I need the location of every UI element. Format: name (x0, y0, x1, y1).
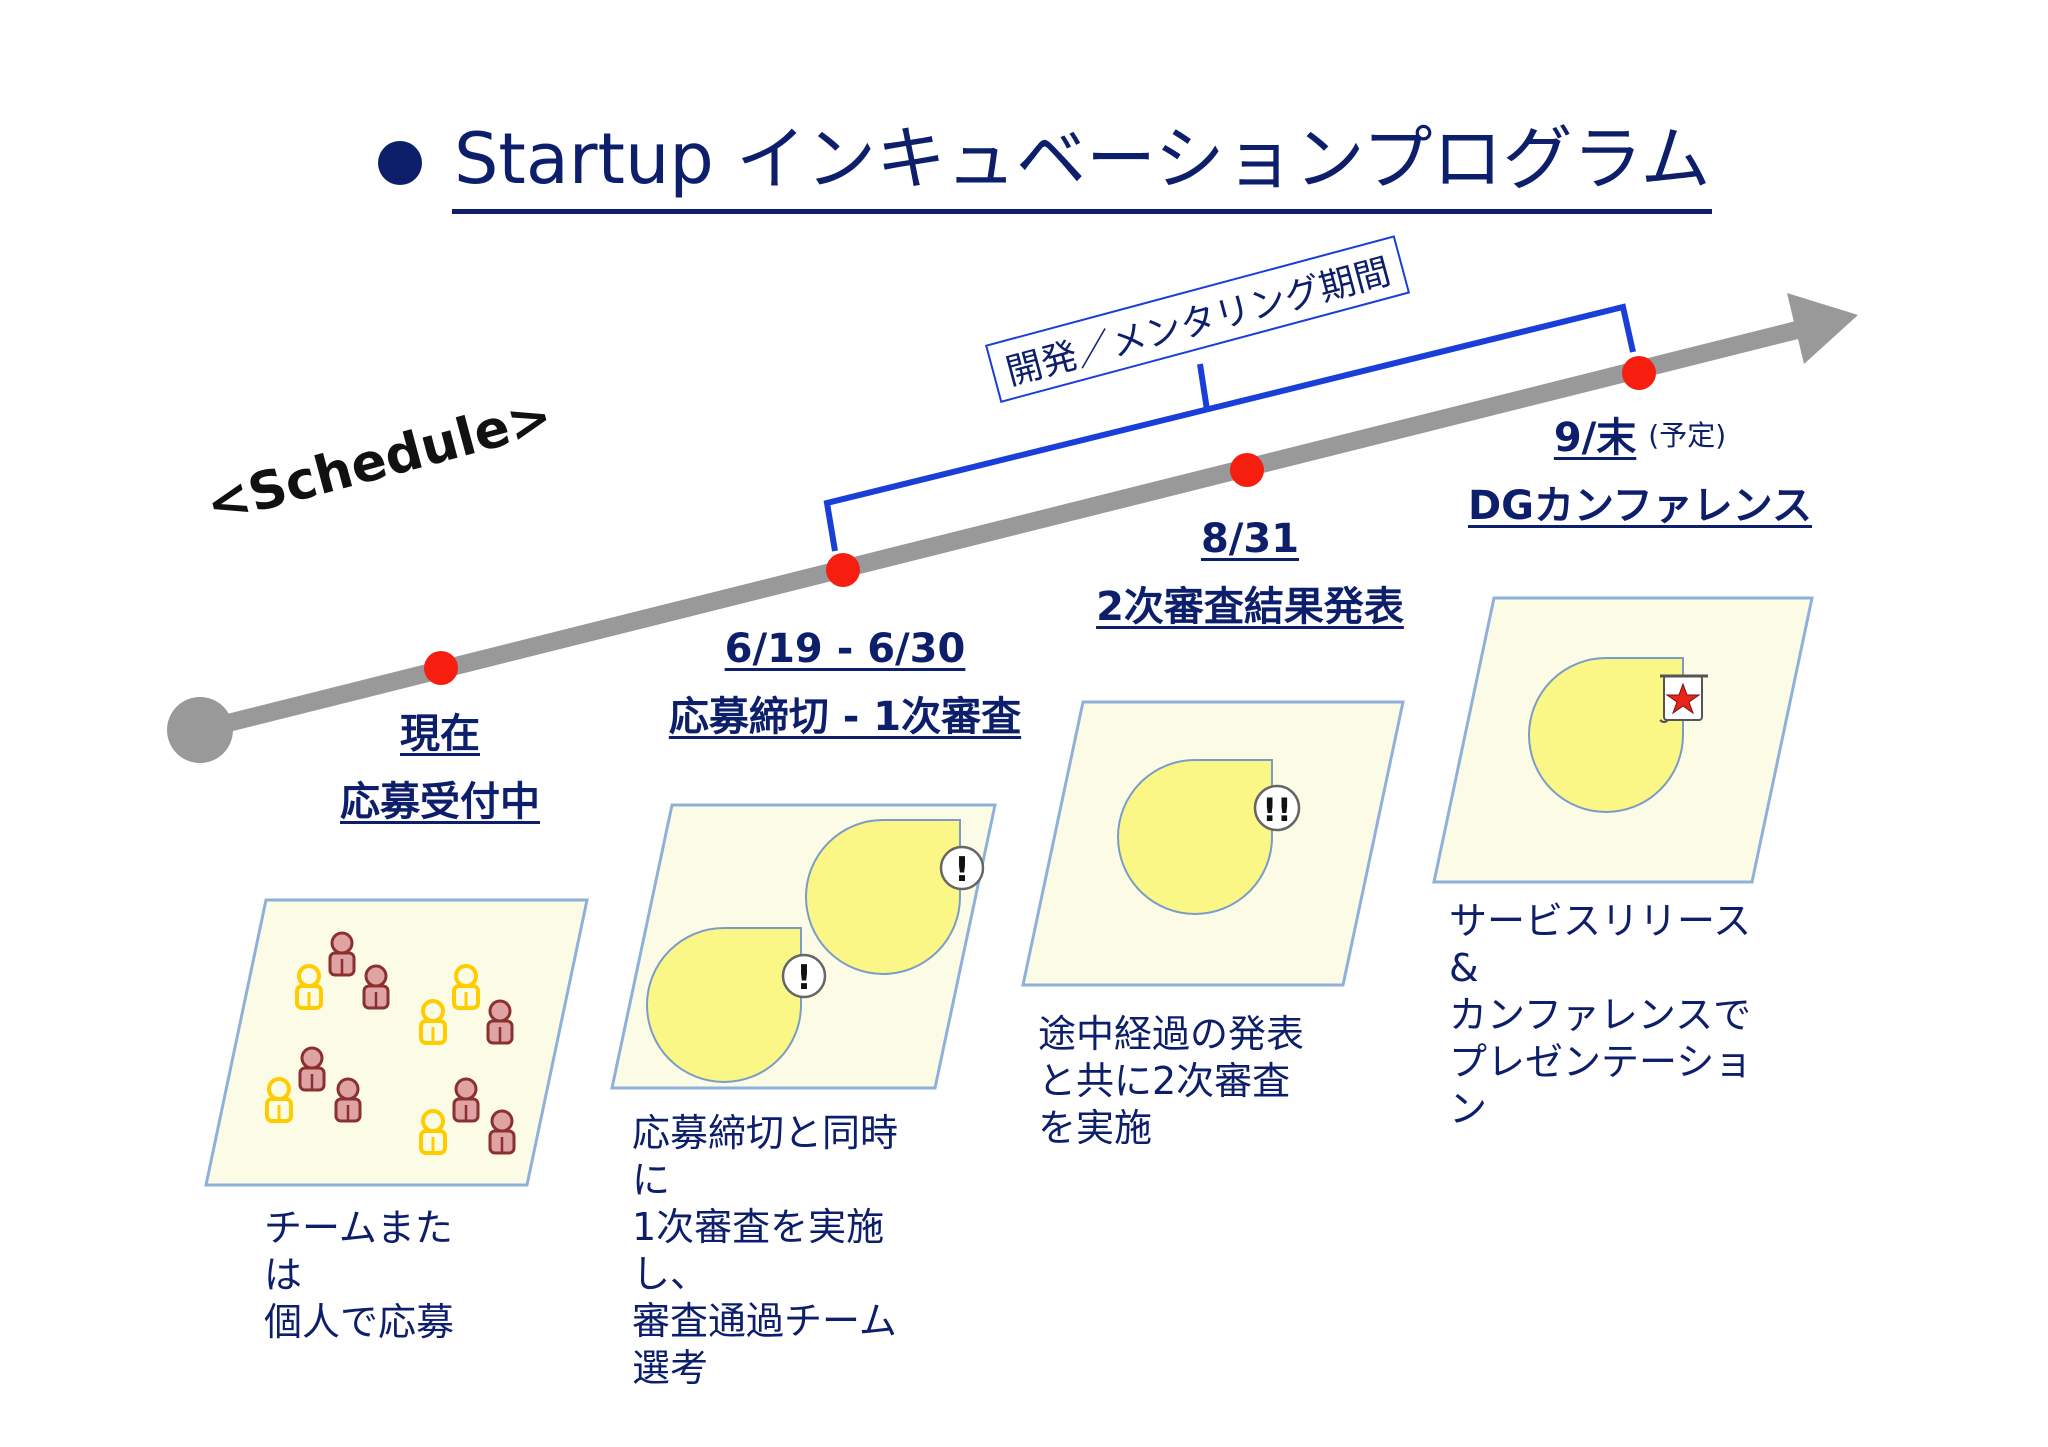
milestone-deadline: 6/19 - 6/30 応募締切 - 1次審査 (640, 615, 1050, 751)
period-bracket (823, 303, 1636, 552)
milestone-line1: 現在 (400, 711, 480, 757)
idea-blob (805, 819, 961, 975)
description-line: カンファレンスで (1449, 993, 1752, 1037)
description-line: に (632, 1158, 671, 1202)
badge-glyph: ! (796, 958, 812, 998)
person-icon (298, 1046, 326, 1092)
milestone-line2: 応募受付中 (340, 779, 540, 825)
description-line: 審査通過チーム (632, 1299, 897, 1343)
description-second-review: 途中経過の発表 と共に2次審査 を実施 (1038, 1011, 1304, 1152)
milestone-line2: 2次審査結果発表 (1096, 584, 1404, 630)
panel-teams (204, 898, 589, 1187)
milestone-note: (予定) (1648, 419, 1727, 452)
description-line: 途中経過の発表 (1038, 1012, 1305, 1056)
person-icon (334, 1077, 362, 1123)
milestone-second-review: 8/31 2次審査結果発表 (1060, 505, 1440, 641)
milestone-line1: 8/31 (1200, 516, 1300, 562)
milestone-dot-conference (1622, 356, 1656, 390)
exclamation-icon (939, 845, 985, 891)
idea-blob (646, 927, 802, 1083)
description-line: ン (1449, 1087, 1488, 1131)
badge-glyph: ! (954, 850, 970, 890)
period-bracket-stem (1197, 363, 1210, 411)
timeline-start-dot (167, 697, 233, 763)
idea-blob (1117, 759, 1273, 915)
description-line: を実施 (1038, 1106, 1153, 1150)
milestone-line1: 9/末 (1553, 415, 1637, 461)
person-icon (328, 931, 356, 977)
double-exclamation-icon (1253, 784, 1301, 832)
milestone-dot-second-review (1230, 453, 1264, 487)
timeline-shaft (191, 319, 1814, 739)
person-icon (362, 964, 390, 1010)
description-line: プレゼンテーショ (1449, 1040, 1753, 1084)
description-conference: サービスリリース & カンファレンスで プレゼンテーショ ン (1449, 898, 1752, 1133)
description-teams: チームまた は 個人で応募 (264, 1205, 454, 1346)
milestone-conference: 9/末 (予定) DGカンファレンス (1430, 402, 1850, 540)
milestone-now: 現在 応募受付中 (300, 700, 580, 836)
idea-blob (1528, 657, 1684, 813)
description-line: 1次審査を実施 (632, 1205, 885, 1249)
milestone-line2: DGカンファレンス (1467, 483, 1813, 529)
description-line: 応募締切と同時 (632, 1111, 899, 1155)
description-line: 個人で応募 (264, 1300, 455, 1344)
person-icon (486, 999, 514, 1045)
badge-glyph: !! (1262, 791, 1291, 829)
page-title: Startup インキュベーションプログラム (452, 113, 1713, 214)
award-certificate-icon (1659, 674, 1708, 723)
description-line: と共に2次審査 (1038, 1059, 1291, 1103)
milestone-line2: 応募締切 - 1次審査 (668, 694, 1022, 740)
description-first-review: 応募締切と同時 に 1次審査を実施 し、 審査通過チーム 選考 (632, 1110, 898, 1392)
description-line: & (1449, 946, 1479, 990)
milestone-line1: 6/19 - 6/30 (724, 626, 966, 672)
title-bullet-icon (378, 141, 422, 185)
person-icon (488, 1109, 516, 1155)
person-icon (452, 1077, 480, 1123)
description-line: 選考 (632, 1346, 709, 1390)
milestone-dot-now (424, 651, 458, 685)
title-area: Startup インキュベーションプログラム (378, 108, 1713, 218)
timeline-arrowhead (1787, 293, 1858, 364)
description-line: は (264, 1253, 303, 1297)
description-line: チームまた (264, 1206, 453, 1250)
description-line: サービスリリース (1449, 899, 1752, 943)
description-line: し、 (632, 1252, 709, 1296)
exclamation-icon (781, 953, 827, 999)
milestone-dot-deadline (826, 553, 860, 587)
